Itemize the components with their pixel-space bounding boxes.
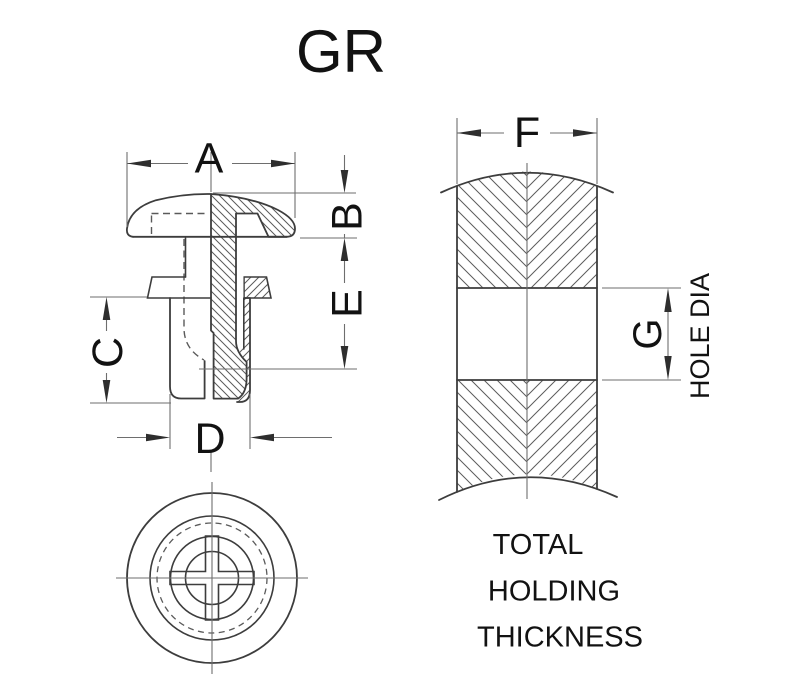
panel-section-view: F G HOLE DIA TOTAL HOLDING THICKNESS bbox=[438, 109, 715, 654]
dim-label-d: D bbox=[194, 415, 225, 463]
panel-upper-hatch bbox=[457, 171, 597, 288]
dim-label-c: C bbox=[84, 337, 132, 368]
dimension-d: D bbox=[117, 394, 332, 463]
caption-line-2: HOLDING bbox=[488, 576, 620, 608]
panel-lower-hatch bbox=[457, 380, 597, 492]
caption-line-1: TOTAL bbox=[493, 529, 584, 561]
dimension-b-e: B E bbox=[199, 155, 372, 370]
dim-label-f: F bbox=[514, 109, 540, 157]
dimension-c: C bbox=[84, 296, 171, 404]
dim-label-b: B bbox=[324, 202, 372, 231]
rivet-section-view: A B E C bbox=[84, 135, 372, 472]
rivet-head-outline bbox=[125, 193, 212, 238]
cross-slot-outline bbox=[169, 535, 255, 621]
dimension-f: F bbox=[456, 109, 598, 184]
dim-label-a: A bbox=[195, 135, 224, 183]
dim-label-g: G bbox=[626, 318, 670, 349]
drawing-title: GR bbox=[296, 18, 386, 85]
rivet-flange-section bbox=[243, 276, 272, 299]
hole-dia-label: HOLE DIA bbox=[685, 273, 715, 399]
dimension-a: A bbox=[126, 135, 296, 227]
rivet-plan-view bbox=[116, 482, 308, 674]
rivet-leg-outline bbox=[169, 297, 206, 400]
dim-label-e: E bbox=[324, 289, 372, 318]
hidden-bore-line bbox=[183, 239, 205, 361]
holding-thickness-caption: TOTAL HOLDING THICKNESS bbox=[477, 529, 643, 654]
dimension-g: G HOLE DIA bbox=[602, 273, 715, 399]
caption-line-3: THICKNESS bbox=[477, 622, 643, 654]
